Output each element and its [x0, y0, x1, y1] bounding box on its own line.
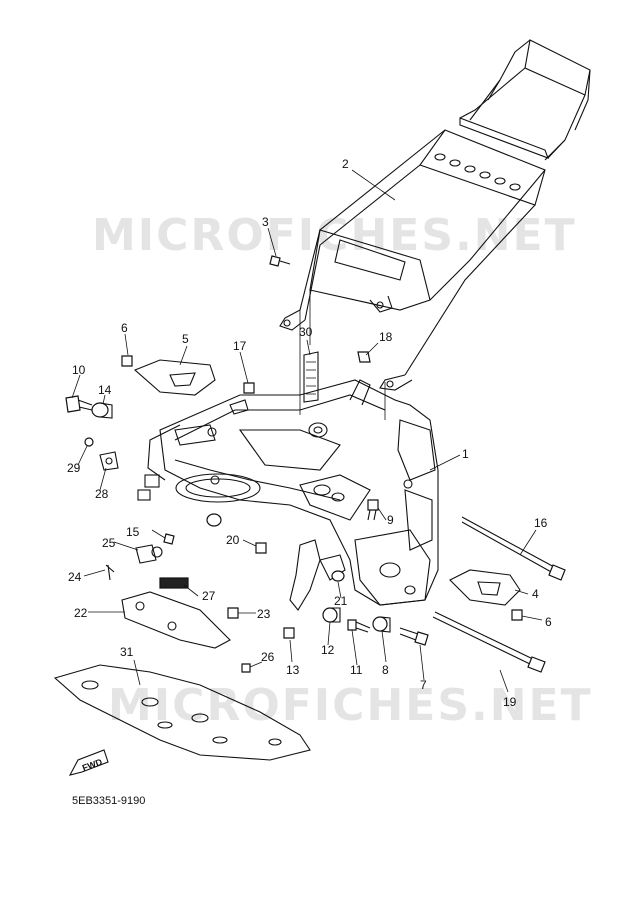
watermark-top: MICROFICHES.NET: [92, 210, 577, 261]
callout-6-right: 6: [545, 615, 552, 629]
callouts: 1 2 3 4 5 6 6 7 8 9 10 11 12 13 14 15 16…: [67, 157, 552, 709]
drawing-code: 5EB3351-9190: [72, 795, 145, 807]
callout-29: 29: [67, 461, 81, 475]
callout-28: 28: [95, 487, 109, 501]
callout-8: 8: [382, 663, 389, 677]
callout-11: 11: [350, 663, 363, 677]
callout-15: 15: [126, 525, 140, 539]
bracket-left: [133, 359, 216, 396]
callout-22: 22: [74, 606, 88, 620]
callout-18: 18: [379, 330, 393, 344]
callout-31: 31: [120, 645, 134, 659]
callout-23: 23: [257, 607, 271, 621]
callout-12: 12: [321, 643, 335, 657]
callout-5: 5: [182, 332, 189, 346]
callout-30: 30: [299, 325, 313, 339]
callout-2: 2: [342, 157, 349, 171]
callout-21: 21: [334, 594, 348, 608]
forward-arrow: FWD: [68, 749, 109, 776]
callout-4: 4: [532, 587, 539, 601]
main-frame: [137, 379, 439, 611]
callout-9: 9: [387, 513, 394, 527]
skid-plate: [53, 664, 311, 761]
callout-14: 14: [98, 383, 112, 397]
callout-3: 3: [262, 215, 269, 229]
callout-17: 17: [233, 339, 247, 353]
callout-24: 24: [68, 570, 82, 584]
callout-25: 25: [102, 536, 116, 550]
callout-26: 26: [261, 650, 275, 664]
callout-20: 20: [226, 533, 240, 547]
callout-10: 10: [72, 363, 86, 377]
long-bolts: [432, 516, 566, 673]
callout-16: 16: [534, 516, 548, 530]
bracket-right: [449, 569, 521, 606]
rear-subframe: [279, 39, 591, 391]
leader-lines: [71, 169, 543, 693]
callout-1: 1: [462, 447, 469, 461]
skid-bracket: [121, 591, 231, 649]
callout-6-left: 6: [121, 321, 128, 335]
callout-19: 19: [503, 695, 517, 709]
watermark-bottom: MICROFICHES.NET: [108, 680, 593, 731]
callout-13: 13: [286, 663, 300, 677]
callout-27: 27: [202, 589, 216, 603]
forward-label: FWD: [81, 757, 104, 774]
fasteners: [65, 255, 523, 673]
callout-7: 7: [420, 678, 427, 692]
